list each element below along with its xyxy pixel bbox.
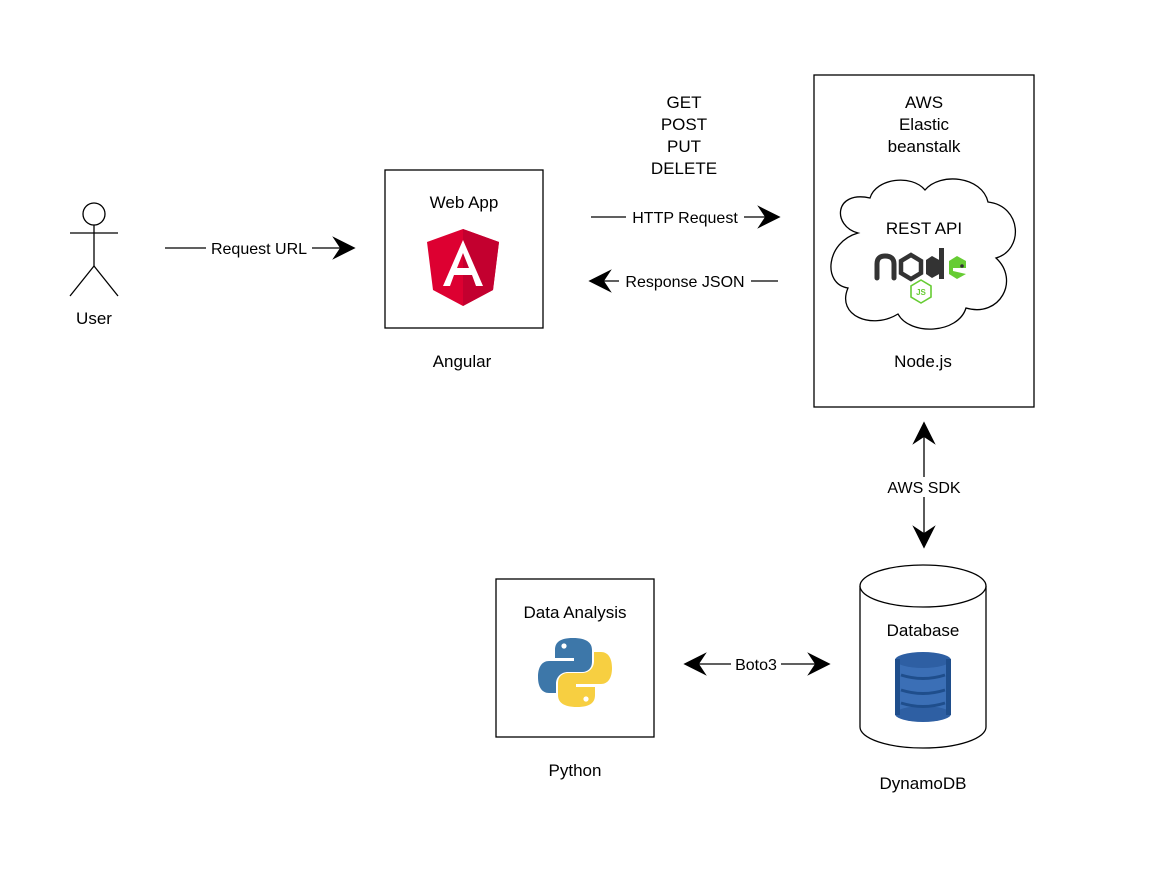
user-actor bbox=[69, 202, 119, 297]
http-method-post: POST bbox=[661, 115, 707, 134]
http-method-put: PUT bbox=[667, 137, 701, 156]
aws-title-line-3: beanstalk bbox=[888, 137, 961, 156]
dynamodb-caption: DynamoDB bbox=[880, 774, 967, 793]
dynamodb-icon bbox=[895, 652, 951, 722]
http-request-label: HTTP Request bbox=[632, 210, 738, 227]
http-method-delete: DELETE bbox=[651, 159, 717, 178]
request-url-label: Request URL bbox=[211, 241, 307, 258]
http-methods-list: GET POST PUT DELETE bbox=[651, 93, 717, 178]
aws-title-line-1: AWS bbox=[905, 93, 943, 112]
database-title: Database bbox=[887, 621, 960, 640]
nodejs-caption: Node.js bbox=[894, 352, 952, 371]
boto3-label: Boto3 bbox=[735, 657, 777, 674]
web-app-title: Web App bbox=[430, 193, 499, 212]
svg-text:JS: JS bbox=[916, 288, 926, 297]
python-logo-icon bbox=[538, 638, 612, 707]
aws-title-line-2: Elastic bbox=[899, 115, 950, 134]
http-method-get: GET bbox=[667, 93, 702, 112]
angular-logo-icon bbox=[427, 229, 499, 306]
database-cylinder bbox=[859, 564, 987, 749]
rest-api-cloud bbox=[830, 178, 1017, 330]
rest-api-label: REST API bbox=[886, 219, 962, 238]
nodejs-logo-icon: JS bbox=[874, 248, 966, 304]
data-analysis-title: Data Analysis bbox=[524, 603, 627, 622]
python-caption: Python bbox=[549, 761, 602, 780]
web-app-caption: Angular bbox=[433, 352, 492, 371]
aws-sdk-label: AWS SDK bbox=[887, 480, 961, 497]
user-label: User bbox=[76, 309, 112, 328]
response-json-label: Response JSON bbox=[625, 274, 744, 291]
